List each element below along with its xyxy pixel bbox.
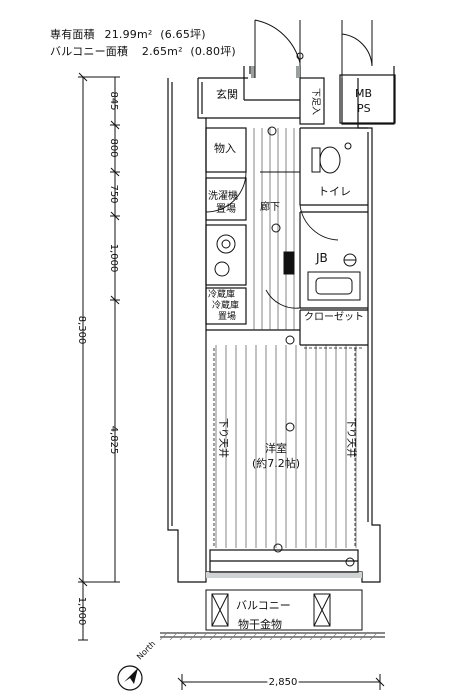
dim-1000-a: 1,000 — [108, 244, 119, 273]
label-entrance: 玄関 — [216, 87, 238, 101]
label-fridge-3: 置場 — [218, 310, 236, 322]
floor-hatch — [215, 128, 357, 548]
label-storage: 物入 — [214, 141, 236, 155]
floor-area-line: 専有面積 21.99m² (6.65坪) — [50, 26, 206, 42]
label-laundry-pole: 物干金物 — [238, 617, 282, 631]
floor-area-tsubo: (6.65坪) — [160, 28, 206, 41]
label-downlight-left: 下り天井 — [217, 418, 230, 458]
balcony-area-label: バルコニー面積 — [50, 45, 129, 58]
label-mb: MB — [355, 87, 372, 100]
dim-4825: 4,825 — [108, 426, 119, 455]
closet-rail — [213, 347, 364, 548]
north-arrow-icon — [124, 668, 138, 684]
interior-walls — [205, 77, 368, 573]
label-corridor: 廊下 — [260, 200, 280, 213]
outer-walls — [167, 66, 396, 583]
label-ps: PS — [357, 102, 371, 115]
dim-1000-b: 1,000 — [76, 597, 87, 626]
label-jb: JB — [315, 251, 328, 265]
dim-800: 800 — [108, 138, 119, 157]
label-room-1: 洋室 — [265, 441, 287, 455]
compass-label: North — [135, 639, 157, 661]
balcony-area-line: バルコニー面積 2.65m² (0.80坪) — [50, 43, 236, 59]
label-fridge-1: 冷蔵庫 — [208, 288, 235, 300]
room-labels: 玄関 下足入 MB PS 物入 トイレ 洗濯機 置場 廊下 JB 冷蔵庫 冷蔵庫… — [208, 87, 372, 631]
label-closet: クローゼット — [304, 311, 364, 323]
balcony-area-tsubo: (0.80坪) — [190, 45, 236, 58]
entrance-door — [254, 19, 373, 78]
label-toilet: トイレ — [318, 185, 351, 198]
label-shoe-box: 下足入 — [310, 88, 321, 115]
label-downlight-right: 下り天井 — [345, 418, 358, 458]
dim-2850: 2,850 — [269, 677, 298, 688]
label-room-2: (約7.2帖) — [252, 456, 300, 470]
dim-750: 750 — [108, 184, 119, 203]
interior-doors — [205, 171, 339, 309]
label-balcony: バルコニー — [236, 599, 291, 612]
label-fridge-2: 冷蔵庫 — [212, 299, 239, 311]
dim-845: 845 — [108, 91, 119, 110]
floor-area-value: 21.99m² — [104, 28, 153, 41]
balcony — [160, 589, 385, 638]
balcony-hatch — [159, 631, 379, 641]
label-washer-1: 洗濯機 — [208, 189, 238, 202]
balcony-area-value: 2.65m² — [141, 45, 183, 58]
label-washer-2: 置場 — [216, 202, 236, 215]
dimension-lines — [78, 72, 385, 690]
dimension-labels: 845 800 750 1,000 8,300 4,825 1,000 2,85… — [76, 91, 299, 690]
dim-8300: 8,300 — [76, 316, 87, 345]
fixtures — [214, 126, 361, 567]
floor-area-label: 専有面積 — [50, 28, 95, 41]
compass: North — [117, 639, 157, 691]
wall-fills — [206, 66, 362, 578]
